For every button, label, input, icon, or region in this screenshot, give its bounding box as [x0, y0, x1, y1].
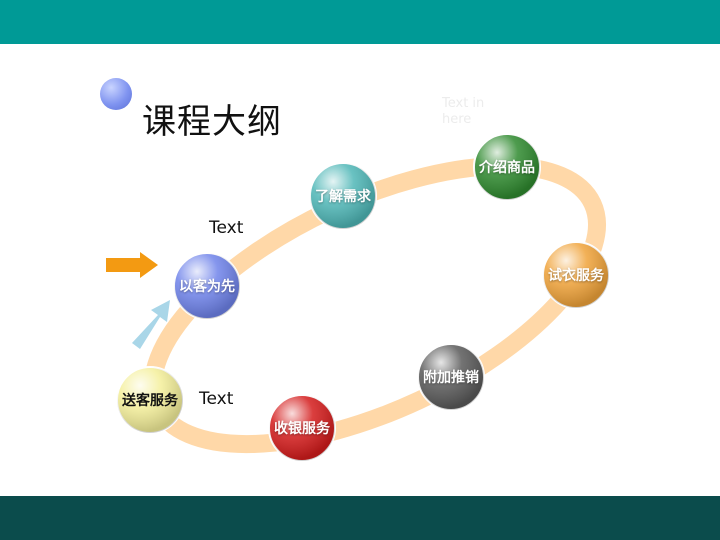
step-node-gloss	[474, 134, 540, 200]
placeholder-text: Text in here	[442, 96, 485, 127]
step-label-2: 了解需求	[315, 189, 371, 205]
top-band	[0, 0, 720, 44]
step-node-gloss	[418, 344, 484, 410]
text-label-bottom: Text	[199, 389, 234, 409]
step-label-6: 收银服务	[274, 421, 330, 437]
bottom-band	[0, 496, 720, 540]
step-node-gloss	[269, 395, 335, 461]
step-label-4: 试衣服务	[548, 268, 604, 284]
step-node-gloss	[174, 253, 240, 319]
step-label-5: 附加推销	[423, 370, 479, 386]
up-arrow-icon	[132, 300, 170, 349]
text-label-top: Text	[209, 218, 244, 238]
title-bullet-icon	[100, 78, 132, 110]
step-label-1: 以客为先	[179, 279, 235, 295]
right-arrow-icon	[106, 252, 158, 278]
slide-title: 课程大纲	[142, 102, 282, 142]
step-node-gloss	[117, 367, 183, 433]
step-label-7: 送客服务	[122, 393, 178, 409]
step-node-gloss	[310, 163, 376, 229]
step-node-gloss	[543, 242, 609, 308]
step-label-3: 介绍商品	[479, 160, 535, 176]
